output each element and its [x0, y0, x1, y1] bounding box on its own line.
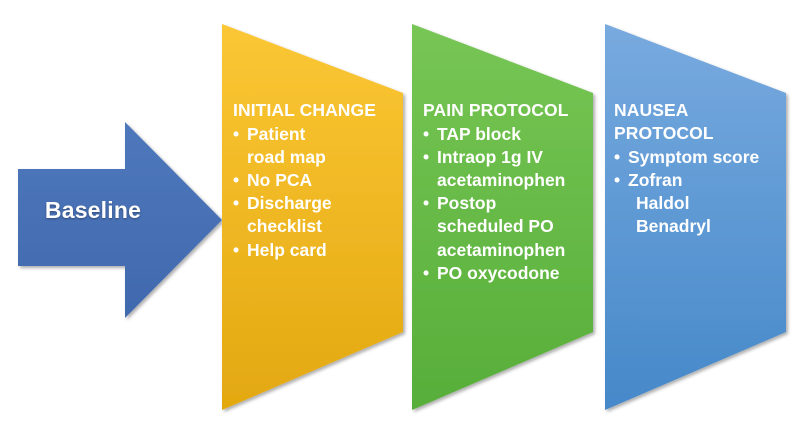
list-item: • Discharge checklist: [233, 192, 395, 238]
list-item-label: Discharge checklist: [247, 193, 332, 237]
panel-shape-nausea-protocol: [605, 24, 786, 410]
list-item-label: Haldol: [636, 193, 690, 214]
list-item-label: Postop scheduled PO acetaminophen: [437, 193, 566, 260]
bullet-icon: •: [423, 147, 430, 168]
list-item: • Help card: [233, 239, 395, 262]
list-item-label: PO oxycodone: [437, 262, 560, 283]
bullet-icon: •: [233, 239, 240, 260]
list-item-label: Symptom score: [628, 147, 760, 168]
bullet-icon: •: [423, 193, 430, 214]
bullet-icon: •: [233, 193, 240, 214]
list-item: • Postop scheduled PO acetaminophen: [423, 192, 591, 261]
list-item: • PO oxycodone: [423, 262, 591, 285]
panel-list-initial-change: • Patient road map • No PCA • Discharge …: [233, 123, 395, 262]
panel-shape-initial-change: [222, 24, 403, 410]
bullet-icon: •: [233, 124, 240, 145]
baseline-arrow-shape: [18, 122, 222, 318]
list-item-label: Intraop 1g IV acetaminophen: [437, 147, 566, 191]
bullet-icon: •: [423, 262, 430, 283]
panel-content-pain-protocol: PAIN PROTOCOL • TAP block • Intraop 1g I…: [423, 99, 591, 285]
panel-content-initial-change: INITIAL CHANGE • Patient road map • No P…: [233, 99, 395, 262]
panel-title-pain-protocol: PAIN PROTOCOL: [423, 100, 569, 120]
list-item-label: TAP block: [437, 124, 521, 145]
list-item: • TAP block: [423, 123, 591, 146]
panel-title-initial-change: INITIAL CHANGE: [233, 100, 377, 120]
bullet-icon: •: [614, 170, 621, 191]
panel-list-nausea-protocol: • Symptom score • Zofran Haldol Benadryl: [614, 146, 786, 238]
list-item-label: Help card: [247, 239, 327, 260]
list-item: • Intraop 1g IV acetaminophen: [423, 146, 591, 192]
bullet-icon: •: [614, 147, 621, 168]
list-item-label: Benadryl: [636, 216, 711, 237]
panel-title-nausea-protocol: NAUSEA PROTOCOL: [614, 100, 714, 144]
list-item-label: Patient road map: [247, 124, 326, 168]
list-item: Haldol: [614, 192, 786, 215]
list-item: • Patient road map: [233, 123, 395, 169]
bullet-icon: •: [423, 124, 430, 145]
list-item: • Zofran: [614, 169, 786, 192]
bullet-icon: •: [233, 170, 240, 191]
list-item: • No PCA: [233, 169, 395, 192]
panel-list-pain-protocol: • TAP block • Intraop 1g IV acetaminophe…: [423, 123, 591, 285]
baseline-arrow-label: Baseline: [44, 197, 142, 223]
list-item: • Symptom score: [614, 146, 786, 169]
panel-shape-pain-protocol: [412, 24, 593, 410]
panel-content-nausea-protocol: NAUSEA PROTOCOL • Symptom score • Zofran…: [614, 99, 786, 239]
list-item-label: Zofran: [628, 170, 683, 191]
list-item-label: No PCA: [247, 170, 313, 191]
list-item: Benadryl: [614, 215, 786, 238]
